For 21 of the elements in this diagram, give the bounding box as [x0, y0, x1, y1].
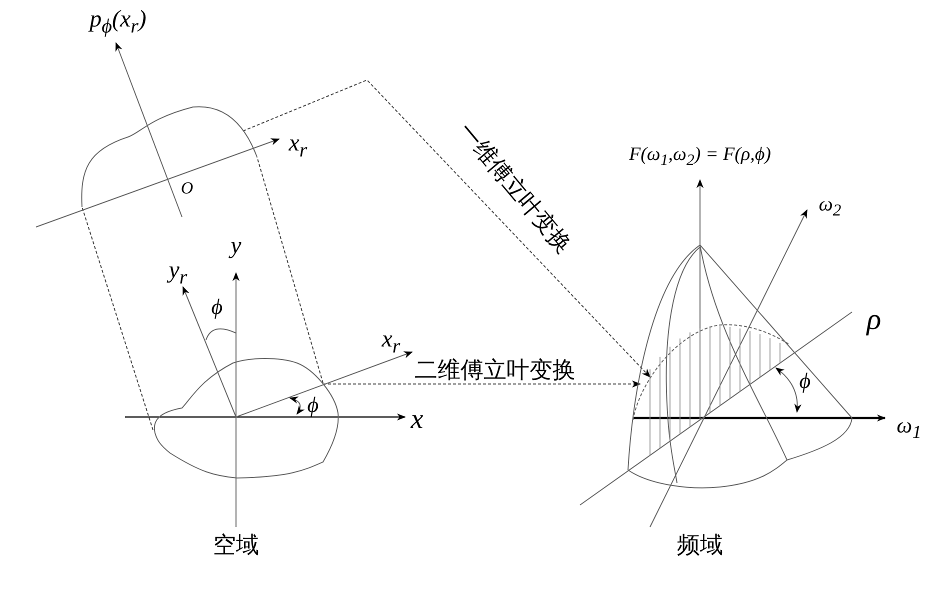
axis-label: y	[230, 234, 242, 258]
angle-label: ϕ	[211, 296, 223, 318]
projection-line	[256, 156, 324, 384]
axis-label: ω$_{2}$	[818, 194, 842, 220]
caption: 空域	[213, 534, 259, 556]
angle-label: ϕ	[799, 370, 811, 392]
axis-label: x$_{r}$	[382, 328, 400, 356]
axis-label: ω$_{1}$	[896, 414, 922, 442]
axis-label: ρ	[866, 305, 882, 335]
axis-label: x	[410, 406, 424, 434]
arrow	[322, 380, 641, 388]
angle-label: ϕ	[307, 394, 319, 416]
origin-label: O	[180, 180, 194, 196]
formula: F(ω$_{1}$,ω$_{2}$) = F(ρ,ϕ)	[629, 145, 771, 169]
axis-label: p$_{ϕ}$(x$_{r}$)	[90, 8, 146, 36]
axis-label: x$_{r}$	[288, 132, 308, 160]
arrow	[242, 79, 651, 378]
projection-line	[82, 206, 154, 430]
caption: 频域	[677, 534, 723, 556]
edge-label: 二维傅立叶变换	[414, 358, 576, 382]
axis-label: y$_{r}$	[168, 258, 188, 288]
